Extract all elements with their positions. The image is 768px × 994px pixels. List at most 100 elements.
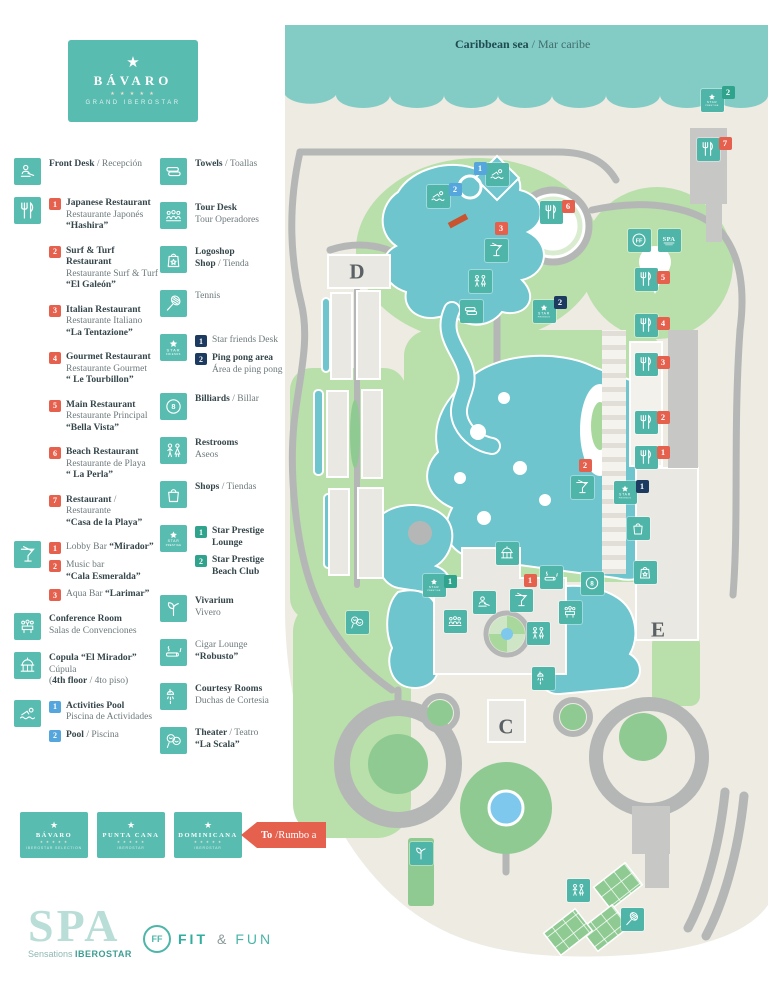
front-desk-icon xyxy=(20,164,35,177)
cocktail-icon xyxy=(20,546,35,562)
map-marker-restaurant: 7 xyxy=(696,136,732,161)
cocktail-icon xyxy=(490,242,502,257)
pool-icon xyxy=(19,707,36,719)
hotel-name: PUNTA CANA xyxy=(102,831,160,839)
legend-number-badge: 7 xyxy=(49,494,61,507)
map-marker-cocktail xyxy=(509,588,533,612)
restaurant-icon xyxy=(21,202,34,219)
restrooms-icon xyxy=(474,275,486,287)
legend-entry: Tennis xyxy=(195,291,220,303)
legend-number-badge: 2 xyxy=(49,729,61,742)
tour-desk-icon xyxy=(165,209,182,222)
hotel-box-punta-cana: ★PUNTA CANA★ ★ ★ ★ ★IBEROSTAR xyxy=(97,812,165,858)
legend-number-badge: 2 xyxy=(49,245,61,258)
hotel-stars: ★ ★ ★ ★ ★ xyxy=(193,839,223,844)
map-number-badge: 2 xyxy=(448,182,462,196)
cocktail-icon xyxy=(14,541,41,568)
spa-logo: SPA Sensations IBEROSTAR xyxy=(28,903,132,960)
logo-stars: ★ ★ ★ ★ ★ xyxy=(110,92,156,97)
legend-number-badge: 3 xyxy=(49,589,61,601)
conference-icon xyxy=(14,613,41,640)
legend-text: Tennis xyxy=(195,291,221,301)
hotel-box-bávaro: ★BÁVARO★ ★ ★ ★ ★IBEROSTAR SELECTION xyxy=(20,812,88,858)
ff-icon xyxy=(632,233,646,247)
building-label-C: C xyxy=(498,714,514,739)
legend-item: Theater / Teatro“La Scala” xyxy=(160,727,284,754)
theater-icon xyxy=(351,616,364,629)
map-marker-star-prestige: 2 xyxy=(700,85,735,112)
legend-indent xyxy=(14,245,41,292)
hotel-logo: ★ BÁVARO ★ ★ ★ ★ ★ GRAND IBEROSTAR xyxy=(68,40,198,122)
legend-indent xyxy=(14,304,41,340)
map-marker-cigar: 1 xyxy=(523,565,563,589)
legend-number-badge: 5 xyxy=(49,399,61,412)
legend-text: Restaurant / Restaurante“Casa de la Play… xyxy=(66,494,143,528)
legend-item: Towels / Toallas xyxy=(160,158,284,185)
cocktail-icon xyxy=(515,592,527,607)
legend-number-badge: 4 xyxy=(49,352,61,364)
hotel-name: DOMINICANA xyxy=(178,831,238,839)
spa-sub-bold: IBEROSTAR xyxy=(75,949,132,959)
arrow-label-es: Rumbo a xyxy=(278,829,317,841)
map-marker-restaurant: 4 xyxy=(634,313,670,337)
to-arrow: To / Rumbo a xyxy=(241,822,327,848)
legend-item: Billiards / Billar xyxy=(160,393,284,420)
legend-entry: Towels / Toallas xyxy=(195,159,257,171)
legend-number-badge: 2 xyxy=(49,560,61,572)
map-marker-towels xyxy=(459,299,483,323)
star-friends-icon xyxy=(618,485,632,500)
star-prestige-icon xyxy=(705,94,719,108)
legend-number-badge: 1 xyxy=(195,526,207,538)
sea-label: Caribbean sea / Mar caribe xyxy=(455,37,591,51)
logo-brand: GRAND IBEROSTAR xyxy=(85,100,181,106)
vivarium-icon xyxy=(416,847,426,860)
shower-icon xyxy=(160,683,187,710)
restaurant-icon xyxy=(640,272,651,286)
legend-number-badge: 3 xyxy=(49,304,61,317)
sea-label-en: Caribbean sea xyxy=(455,37,529,51)
shops-icon xyxy=(633,523,643,535)
map-marker-restaurant: 3 xyxy=(634,352,670,376)
star-icon: ★ xyxy=(203,819,213,830)
restrooms-icon xyxy=(167,443,181,458)
map-marker-shower xyxy=(531,666,555,690)
legend-number-badge: 2 xyxy=(195,353,207,365)
map-number-badge: 2 xyxy=(656,410,670,424)
star-icon: ★ xyxy=(49,819,59,830)
theater-icon xyxy=(160,727,187,754)
map-number-badge: 1 xyxy=(635,479,649,493)
billiards-icon xyxy=(166,399,181,414)
map-marker-cocktail: 3 xyxy=(484,221,508,262)
front-desk-icon xyxy=(478,596,490,607)
star-icon: ★ xyxy=(126,819,136,830)
restaurant-icon xyxy=(640,357,651,371)
legend-number-badge: 1 xyxy=(195,335,207,347)
hotel-name: BÁVARO xyxy=(35,831,73,839)
star-icon: ★ xyxy=(126,55,140,71)
map-number-badge: 3 xyxy=(656,355,670,369)
map-marker-restaurant: 2 xyxy=(634,410,670,434)
logo-title: BÁVARO xyxy=(93,73,173,88)
map-marker-star-friends: 1 xyxy=(613,479,649,504)
